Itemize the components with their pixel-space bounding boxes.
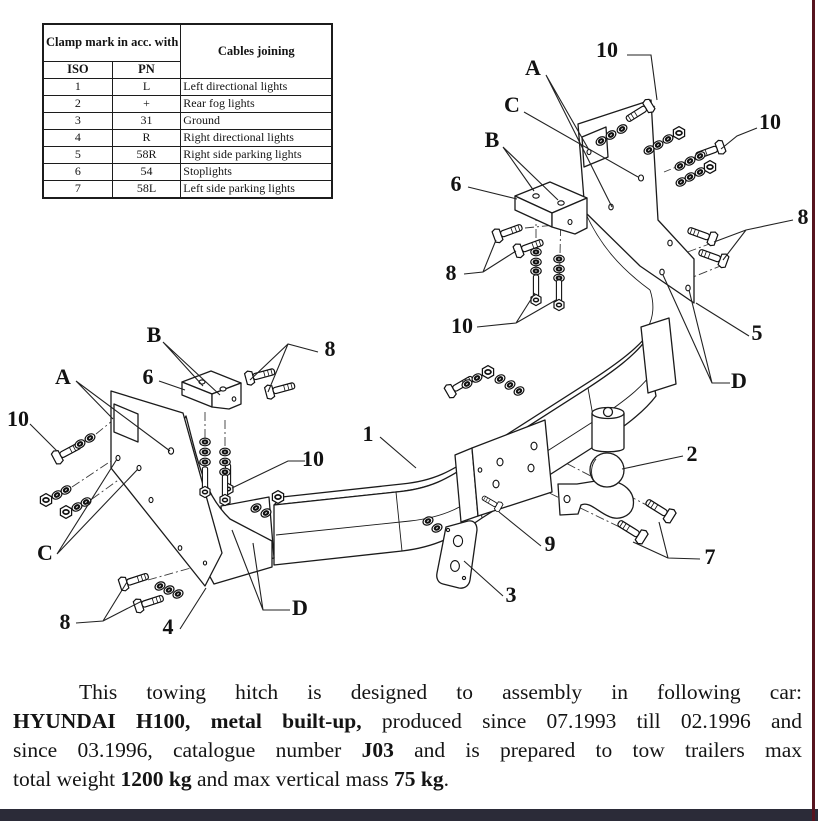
- cable-cell: Rear fog lights: [180, 95, 333, 113]
- iso-cell: 2: [42, 95, 113, 113]
- iso-cell: 1: [42, 78, 113, 96]
- leader-lines: [29, 54, 794, 630]
- description-paragraph: This towing hitch is designed to assembl…: [13, 678, 802, 794]
- callout-10-top: 10: [596, 37, 618, 62]
- ball-arm: [557, 479, 635, 519]
- callout-C-left: C: [37, 540, 53, 565]
- callout-7: 7: [704, 544, 716, 569]
- beam-end-plate-right: [640, 317, 677, 394]
- callout-10-top-right: 10: [759, 109, 781, 134]
- table-row: 4 R Right directional lights: [42, 129, 333, 147]
- callout-3: 3: [505, 582, 517, 607]
- table-header-iso: ISO: [42, 61, 113, 79]
- cable-cell: Left side parking lights: [180, 180, 333, 199]
- table-row: 1 L Left directional lights: [42, 78, 333, 96]
- callout-8-mid: 8: [445, 260, 457, 285]
- socket-plate: [436, 520, 478, 589]
- callout-6-left: 6: [142, 364, 154, 389]
- callout-1: 1: [362, 421, 374, 446]
- callout-2: 2: [686, 441, 698, 466]
- tow-ball: [589, 452, 625, 488]
- paragraph-line: HYUNDAI H100, metal built-up, produced s…: [13, 709, 802, 733]
- callout-B-top: B: [484, 127, 500, 152]
- pn-cell: +: [111, 95, 182, 113]
- callout-5: 5: [751, 320, 763, 345]
- callout-8-right: 8: [797, 204, 809, 229]
- bracket-top: [514, 181, 588, 235]
- ball-cover: [591, 406, 625, 453]
- callout-4: 4: [162, 614, 174, 639]
- table-row: 3 31 Ground: [42, 112, 333, 130]
- iso-cell: 5: [42, 146, 113, 164]
- table-row: 7 58L Left side parking lights: [42, 180, 333, 199]
- table-header-clamp: Clamp mark in acc. with: [42, 23, 182, 62]
- cable-cell: Left directional lights: [180, 78, 333, 96]
- centre-bracket: [471, 419, 553, 517]
- right-scan-edge: [812, 0, 815, 821]
- bottom-scan-bar: [0, 809, 818, 821]
- paragraph-line: since 03.1996, catalogue number J03 and …: [13, 738, 802, 762]
- iso-cell: 6: [42, 163, 113, 181]
- table-row: 6 54 Stoplights: [42, 163, 333, 181]
- callout-10-far-left: 10: [7, 406, 29, 431]
- clamp-mark-table: Clamp mark in acc. with Cables joining I…: [42, 23, 334, 199]
- callout-A-left: A: [55, 364, 71, 389]
- cable-cell: Right side parking lights: [180, 146, 333, 164]
- callout-6-top: 6: [450, 171, 462, 196]
- pn-cell: L: [111, 78, 182, 96]
- callout-A-top: A: [525, 55, 541, 80]
- cable-cell: Ground: [180, 112, 333, 130]
- paragraph-line: This towing hitch is designed to assembl…: [79, 680, 802, 704]
- table-row: 2 + Rear fog lights: [42, 95, 333, 113]
- paragraph-line: total weight 1200 kg and max vertical ma…: [13, 767, 449, 791]
- table-header-pn: PN: [111, 61, 182, 79]
- side-plate-left: [110, 390, 223, 587]
- callout-D-bottom: D: [292, 595, 308, 620]
- side-plate-left-assembly: [39, 363, 297, 615]
- callout-8-left-top: 8: [324, 336, 336, 361]
- cable-cell: Right directional lights: [180, 129, 333, 147]
- callout-10-mid: 10: [451, 313, 473, 338]
- callout-9: 9: [544, 531, 556, 556]
- ball-bracket-assembly: [222, 364, 678, 589]
- table-row: 5 58R Right side parking lights: [42, 146, 333, 164]
- callout-B-left: B: [146, 322, 162, 347]
- iso-cell: 4: [42, 129, 113, 147]
- callout-10-centre: 10: [302, 446, 324, 471]
- side-plate-right-assembly: [490, 97, 731, 328]
- iso-cell: 3: [42, 112, 113, 130]
- pn-cell: R: [111, 129, 182, 147]
- pn-cell: 58R: [111, 146, 182, 164]
- cable-cell: Stoplights: [180, 163, 333, 181]
- iso-cell: 7: [42, 180, 113, 199]
- callout-8-bottom-left: 8: [59, 609, 71, 634]
- pn-cell: 31: [111, 112, 182, 130]
- table-header-cables: Cables joining: [180, 23, 333, 79]
- bracket-left: [181, 370, 242, 410]
- pn-cell: 54: [111, 163, 182, 181]
- callout-C-top: C: [504, 92, 520, 117]
- pn-cell: 58L: [111, 180, 182, 199]
- callout-D-right: D: [731, 368, 747, 393]
- assembly-diagram: [29, 54, 794, 630]
